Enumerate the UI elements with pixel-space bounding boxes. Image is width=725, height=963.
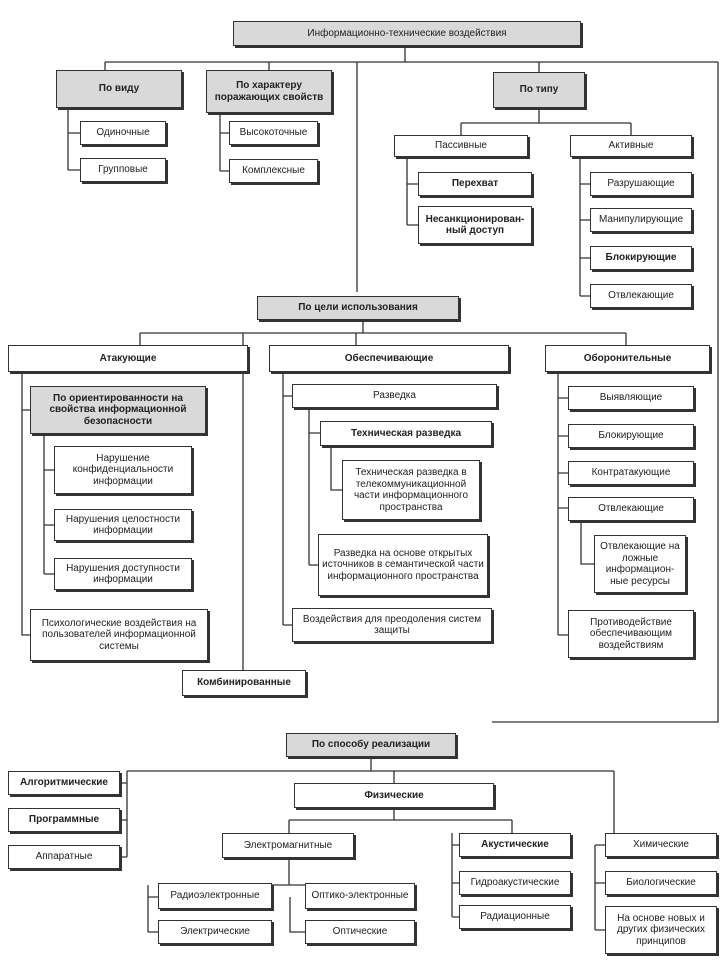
by-purpose-node: По цели использования	[257, 296, 459, 320]
osint-node: Разведка на основе открытых источников в…	[318, 534, 488, 596]
optical-node: Оптические	[305, 920, 415, 944]
hardware-node: Аппаратные	[8, 845, 120, 869]
intercept-node: Перехват	[418, 172, 532, 196]
hydroacoustic-node: Гидроакустические	[459, 871, 571, 895]
physical-node: Физические	[294, 783, 494, 808]
blocking-defensive-node: Блокирующие	[568, 424, 694, 448]
attacking-node: Атакующие	[8, 345, 248, 372]
electrical-node: Электрические	[158, 920, 272, 944]
root-node: Информационно-технические воздействия	[233, 21, 581, 46]
availability-violation-node: Нарушения доступности информации	[54, 558, 192, 590]
active-node: Активные	[570, 135, 692, 157]
radiation-node: Радиационные	[459, 905, 571, 929]
blocking-active-node: Блокирующие	[590, 246, 692, 270]
complex-node: Комплексные	[229, 159, 318, 183]
radioelectronic-node: Радиоэлектронные	[158, 883, 272, 909]
tech-recon-detail-node: Техническая разведка в телекоммуникацион…	[342, 460, 480, 520]
by-type-node: По типу	[493, 72, 585, 108]
unauthorized-access-node: Несанкционирован-ный доступ	[418, 206, 532, 244]
by-character-node: По характеру поражающих свойств	[206, 70, 332, 113]
electromagnetic-node: Электромагнитные	[222, 833, 354, 858]
detecting-node: Выявляющие	[568, 386, 694, 410]
fake-resources-node: Отвлекающие на ложные информацион-ные ре…	[594, 535, 686, 593]
overcome-protection-node: Воздействия для преодоления систем защит…	[292, 608, 492, 642]
integrity-violation-node: Нарушения целостности информации	[54, 509, 192, 541]
manipulating-node: Манипулирующие	[590, 208, 692, 232]
software-node: Программные	[8, 808, 120, 832]
new-physical-principles-node: На основе новых и других физических прин…	[605, 906, 717, 954]
supporting-node: Обеспечивающие	[269, 345, 509, 372]
counterattacking-node: Контратакующие	[568, 461, 694, 485]
combined-node: Комбинированные	[182, 670, 306, 696]
single-node: Одиночные	[80, 121, 166, 145]
passive-node: Пассивные	[394, 135, 528, 157]
defensive-node: Оборонительные	[545, 345, 710, 372]
optoelectronic-node: Оптико-электронные	[305, 883, 415, 909]
tech-recon-node: Техническая разведка	[320, 421, 492, 446]
counteraction-node: Противодействие обеспечивающим воздейств…	[568, 610, 694, 658]
security-orientation-node: По ориентированности на свойства информа…	[30, 386, 206, 434]
distracting-defensive-node: Отвлекающие	[568, 497, 694, 521]
by-method-node: По способу реализации	[286, 733, 456, 757]
destructive-node: Разрушающие	[590, 172, 692, 196]
biological-node: Биологические	[605, 871, 717, 895]
acoustic-node: Акустические	[459, 833, 571, 857]
high-precision-node: Высокоточные	[229, 121, 318, 145]
by-kind-node: По виду	[56, 70, 182, 108]
confidentiality-violation-node: Нарушение конфиденциальности информации	[54, 446, 192, 494]
chemical-node: Химические	[605, 833, 717, 857]
distracting-active-node: Отвлекающие	[590, 284, 692, 308]
recon-node: Разведка	[292, 384, 497, 408]
psychological-impact-node: Психологические воздействия на пользоват…	[30, 609, 208, 661]
algorithmic-node: Алгоритмические	[8, 771, 120, 795]
group-node: Групповые	[80, 158, 166, 182]
